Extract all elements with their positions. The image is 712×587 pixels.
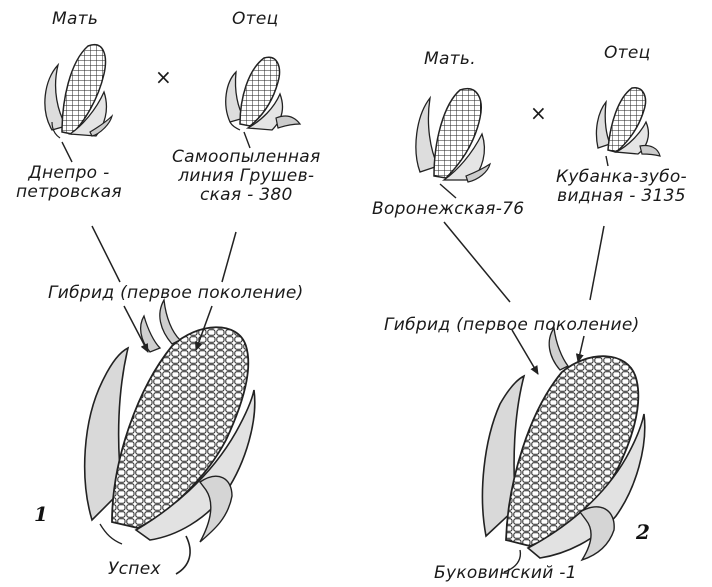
arrow-right-father-to-hybrid-label <box>590 226 604 300</box>
left-mother-variety: Днепро - петровская <box>16 164 122 202</box>
left-mother-label: Мать <box>52 10 98 29</box>
right-cross-sign: × <box>530 104 547 123</box>
right-result-variety: Буковинский -1 <box>434 564 577 583</box>
arrow-right-hybrid-label-to-cob-b <box>578 336 584 362</box>
arrow-right-hybrid-label-to-cob-a <box>512 330 538 374</box>
arrow-left-father-to-hybrid-label <box>222 232 236 282</box>
right-father-leader <box>606 156 608 166</box>
right-hybrid-cob <box>482 328 644 572</box>
left-father-label: Отец <box>232 10 279 29</box>
right-mother-variety: Воронежская-76 <box>372 200 524 219</box>
left-cross-sign: × <box>155 68 172 87</box>
right-hybrid-label: Гибрид (первое поколение) <box>384 316 640 335</box>
right-mother-leader <box>440 184 456 198</box>
left-hybrid-cob <box>85 300 255 574</box>
left-father-variety: Самоопыленная линия Грушев- ская - 380 <box>172 148 321 205</box>
right-mother-label: Мать. <box>424 50 476 69</box>
left-mother-leader <box>62 142 72 162</box>
left-father-cob <box>226 57 300 130</box>
right-mother-cob <box>416 89 490 182</box>
left-father-leader <box>244 132 250 148</box>
left-mother-cob <box>45 45 112 138</box>
arrow-left-mother-to-hybrid-label <box>92 226 120 282</box>
right-father-variety: Кубанка-зубо- видная - 3135 <box>556 168 687 206</box>
right-father-label: Отец <box>604 44 651 63</box>
arrow-right-mother-to-hybrid-label <box>444 222 510 302</box>
left-figure-number: 1 <box>34 502 48 526</box>
left-hybrid-label: Гибрид (первое поколение) <box>48 284 304 303</box>
right-figure-number: 2 <box>636 520 650 544</box>
right-father-cob <box>596 88 660 156</box>
left-result-variety: Успех <box>108 560 161 579</box>
